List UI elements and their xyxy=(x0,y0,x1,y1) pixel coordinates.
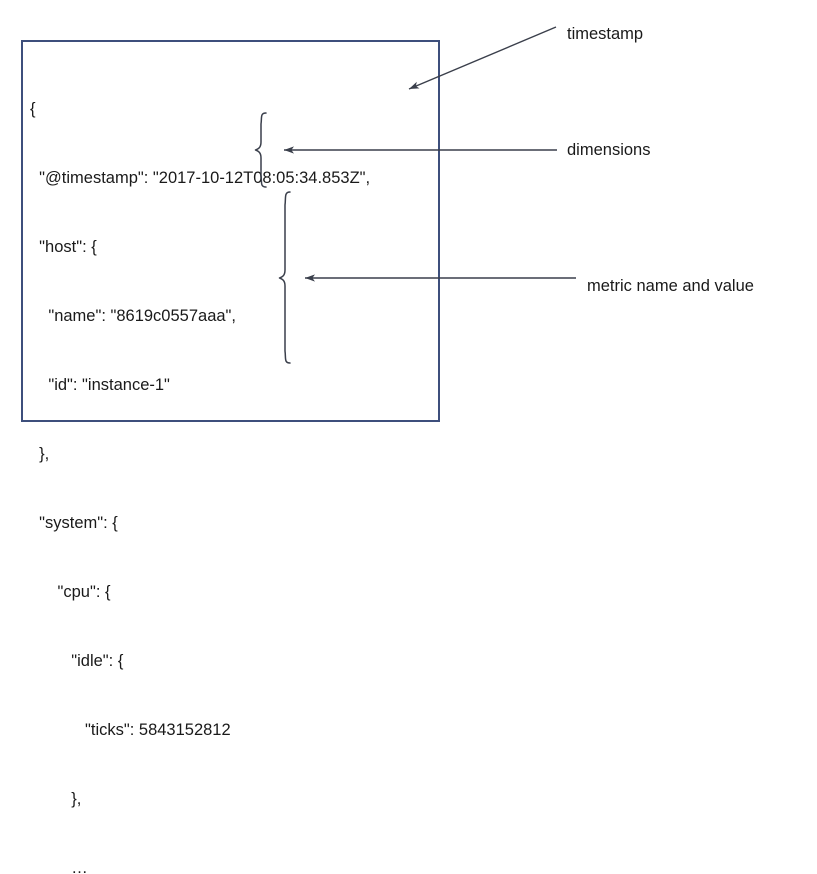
json-line-ticks: "ticks": 5843152812 xyxy=(30,721,231,739)
json-line-idle-open: "idle": { xyxy=(30,652,124,670)
json-line-idle-close: }, xyxy=(30,790,82,808)
annotation-label-timestamp: timestamp xyxy=(567,25,644,43)
json-line-host-name: "name": "8619c0557aaa", xyxy=(30,307,236,325)
json-document-box xyxy=(21,40,440,422)
json-code-block: { "@timestamp": "2017-10-12T08:05:34.853… xyxy=(30,52,430,874)
annotation-label-dimensions: dimensions xyxy=(567,141,651,159)
json-line-cpu-open: "cpu": { xyxy=(30,583,111,601)
json-line-ellipsis: … xyxy=(30,859,88,874)
json-line-host-open: "host": { xyxy=(30,238,97,256)
json-line-host-close: }, xyxy=(30,445,50,463)
diagram-canvas: { "@timestamp": "2017-10-12T08:05:34.853… xyxy=(21,25,754,874)
json-line-system-open: "system": { xyxy=(30,514,118,532)
json-line-timestamp: "@timestamp": "2017-10-12T08:05:34.853Z"… xyxy=(30,169,371,187)
json-line-host-id: "id": "instance-1" xyxy=(30,376,170,394)
annotation-label-metric: metric name and value xyxy=(587,277,754,295)
json-line: { xyxy=(30,100,36,118)
